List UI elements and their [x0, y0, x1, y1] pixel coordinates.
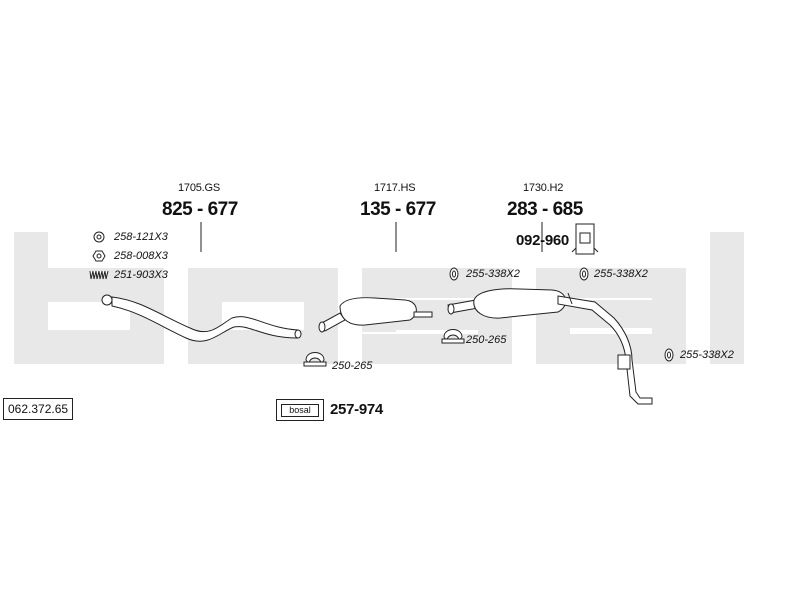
rear-silencer-code: 1730.H2 — [523, 182, 564, 194]
bracket-part-number: 092-960 — [516, 232, 569, 249]
spring-part-label: 251-903X3 — [114, 269, 168, 281]
clamp-icon — [441, 329, 465, 344]
rubber-ring-tail-label: 255-338X2 — [680, 349, 734, 361]
clamp-front-label: 250-265 — [332, 360, 373, 372]
kit-logo: bosal — [281, 404, 319, 417]
spring-icon — [89, 270, 109, 280]
ring-gasket-icon-inner — [96, 234, 102, 240]
rubber-ring-right-label: 255-338X2 — [594, 268, 648, 280]
mounting-kit-part-number: 257-974 — [330, 401, 383, 418]
clamp-rear-label: 250-265 — [466, 334, 507, 346]
center-silencer-part-number: 135 - 677 — [360, 199, 436, 220]
center-silencer-code: 1717.HS — [374, 182, 416, 194]
rubber-ring-left-label: 255-338X2 — [466, 268, 520, 280]
front-pipe — [101, 294, 302, 342]
gasket-part-label: 258-121X3 — [114, 231, 168, 243]
nut-part-label: 258-008X3 — [114, 250, 168, 262]
bracket-icon — [571, 223, 599, 255]
mounting-kit-icon: bosal — [276, 399, 324, 421]
front-pipe-part-number: 825 - 677 — [162, 199, 238, 220]
catalog-number: 062.372.65 — [3, 398, 74, 420]
clamp-icon — [303, 352, 327, 367]
center-silencer — [318, 297, 433, 333]
rear-silencer — [447, 288, 653, 405]
front-pipe-code: 1705.GS — [178, 182, 221, 194]
rear-silencer-part-number: 283 - 685 — [507, 199, 583, 220]
